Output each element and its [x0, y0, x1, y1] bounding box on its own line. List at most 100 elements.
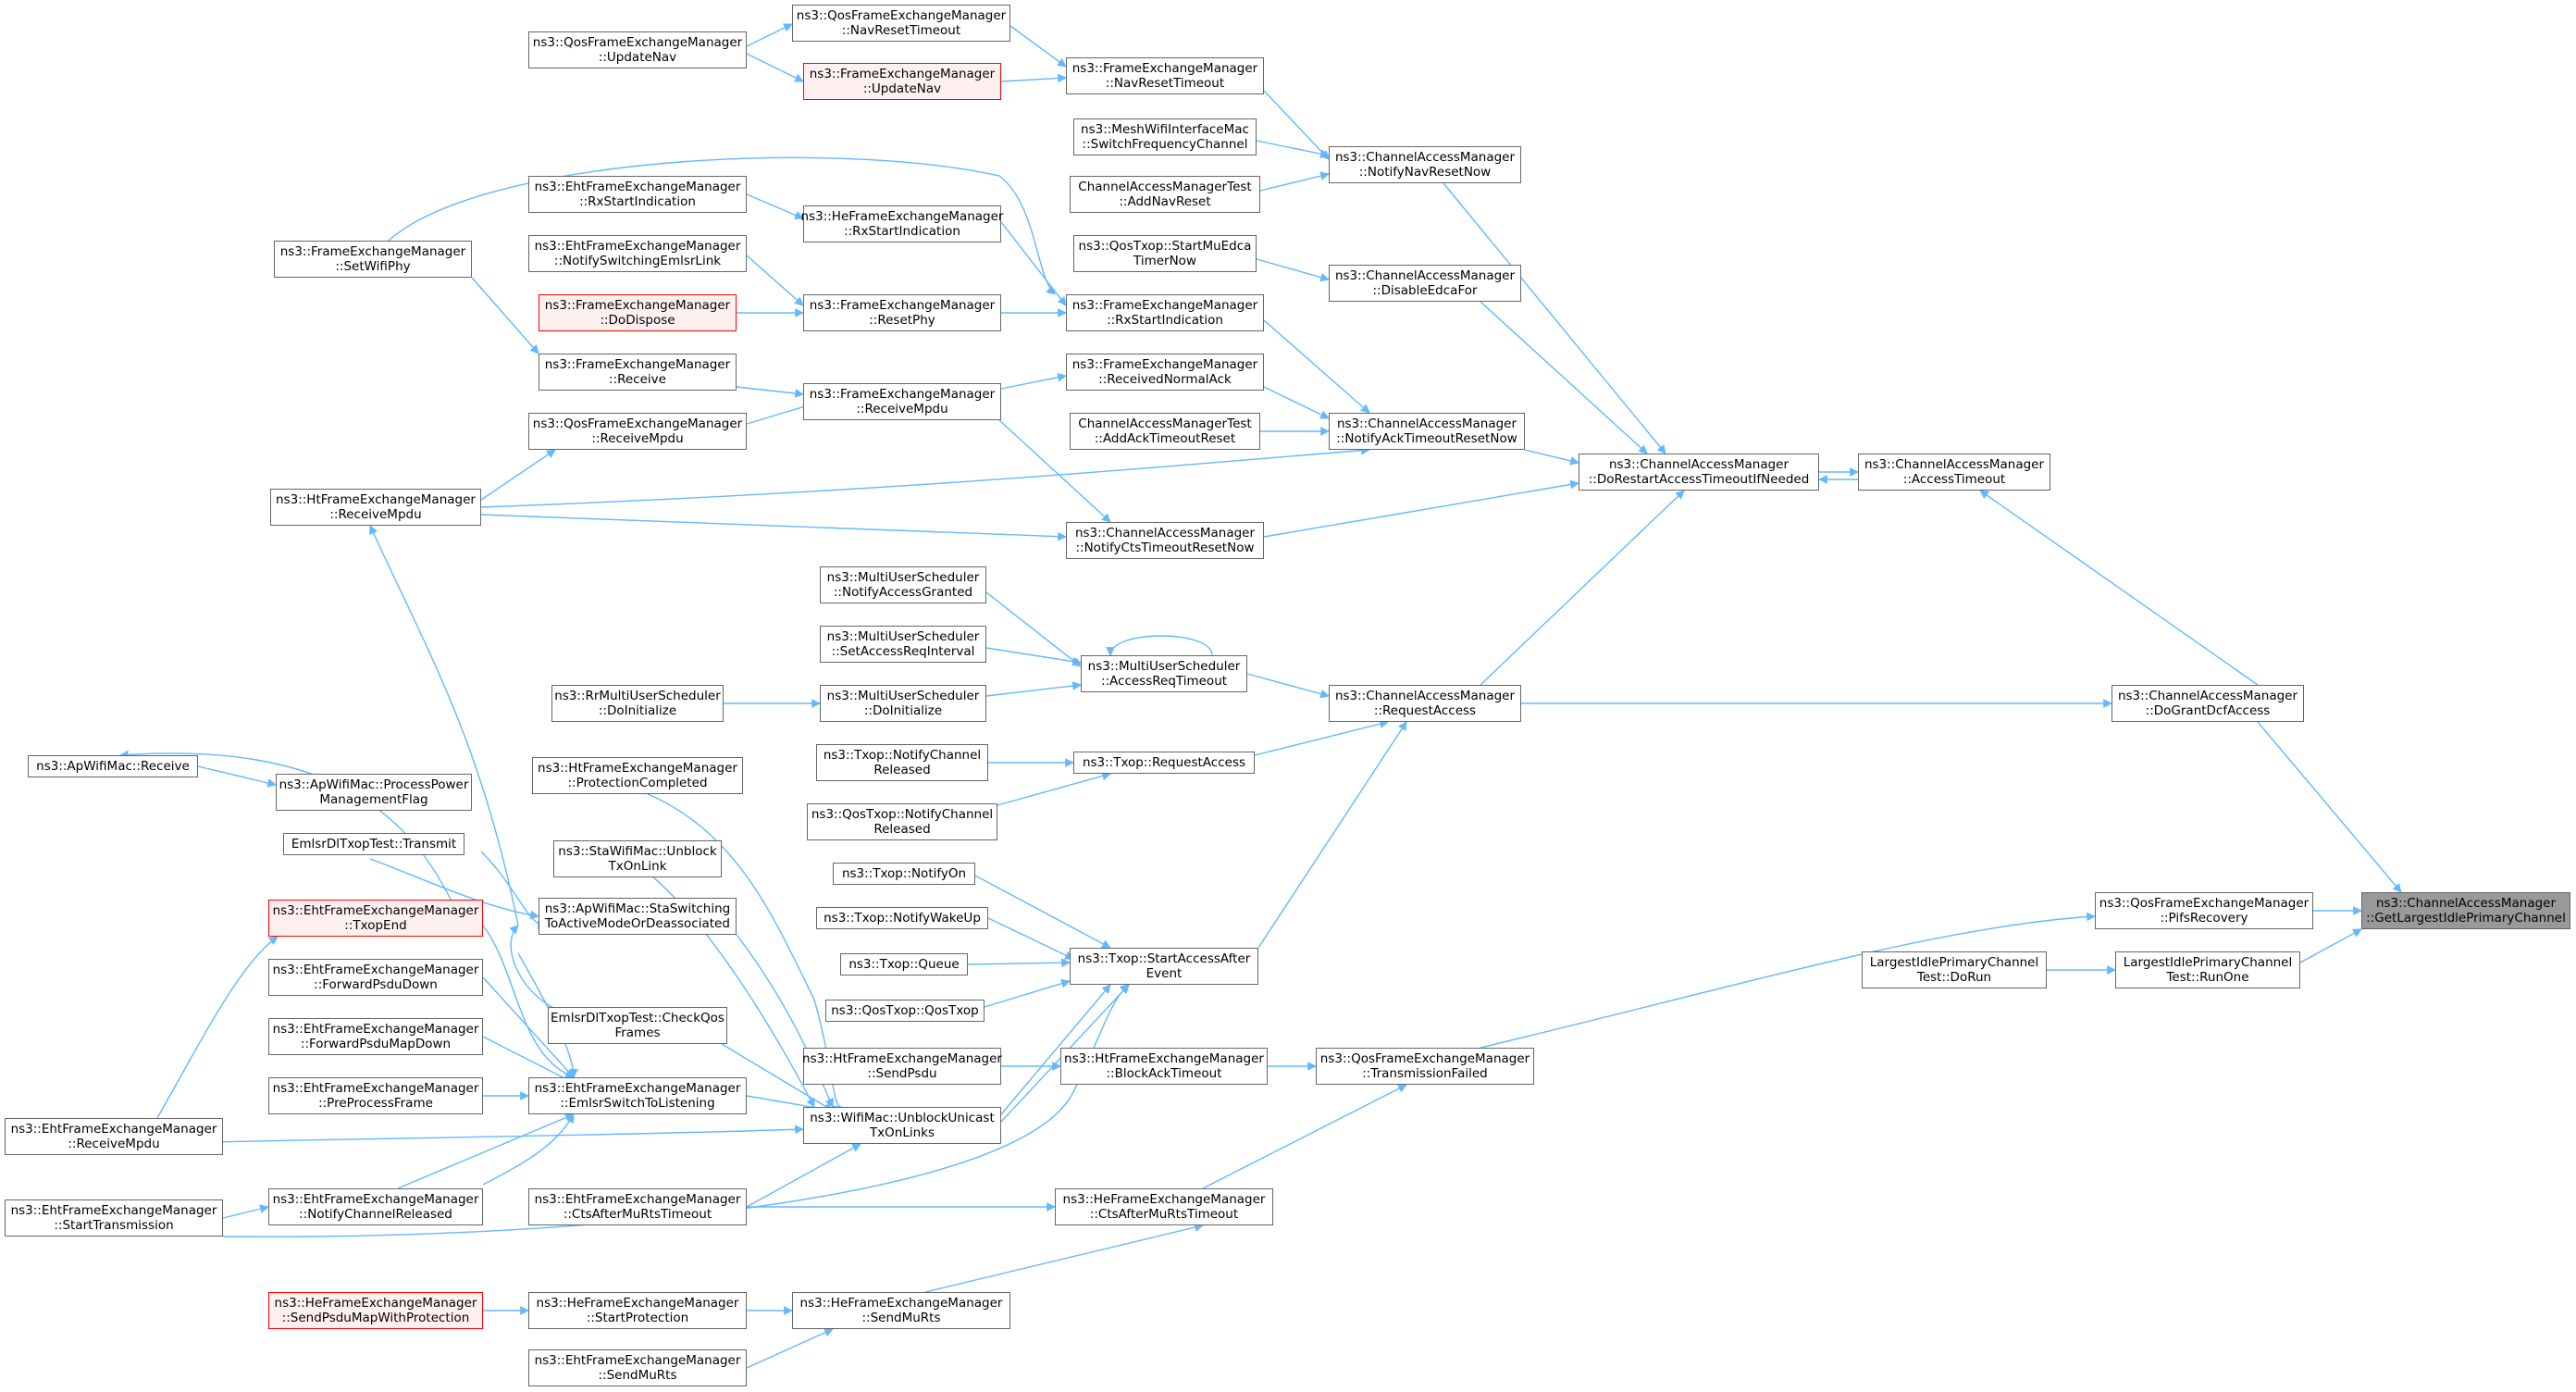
call-edge: [388, 156, 1056, 295]
node-eht-fem-preprocessframe[interactable]: ns3::EhtFrameExchangeManager::PreProcess…: [268, 1077, 483, 1114]
call-edge: [2299, 928, 2362, 963]
call-edge: [1000, 73, 1067, 83]
call-edge: [1480, 301, 1648, 454]
call-edge: [1000, 984, 1111, 1115]
node-he-fem-sendmurts[interactable]: ns3::HeFrameExchangeManager::SendMuRts: [792, 1292, 1010, 1329]
node-eht-fem-txopend[interactable]: ns3::EhtFrameExchangeManager::TxopEnd: [268, 900, 483, 937]
call-edge: [746, 255, 804, 306]
node-fem-receivednormalack[interactable]: ns3::FrameExchangeManager::ReceivedNorma…: [1066, 354, 1264, 391]
node-fem-updatenav[interactable]: ns3::FrameExchangeManager::UpdateNav: [803, 63, 1001, 100]
node-eht-fem-starttransmission[interactable]: ns3::EhtFrameExchangeManager::StartTrans…: [5, 1199, 223, 1237]
call-edge: [2257, 721, 2402, 893]
node-cam-dorestartaccesstimeoutifneeded[interactable]: ns3::ChannelAccessManager::DoRestartAcce…: [1579, 454, 1819, 491]
call-edge: [1263, 319, 1370, 414]
node-ht-fem-receivempdu[interactable]: ns3::HtFrameExchangeManager::ReceiveMpdu: [270, 489, 481, 526]
node-mus-doinitialize[interactable]: ns3::MultiUserScheduler::DoInitialize: [820, 685, 986, 722]
node-eht-fem-forwardpsdumapdown[interactable]: ns3::EhtFrameExchangeManager::ForwardPsd…: [268, 1018, 483, 1055]
node-apwifimac-receive[interactable]: ns3::ApWifiMac::Receive: [28, 755, 198, 777]
node-eht-fem-rxstartindication[interactable]: ns3::EhtFrameExchangeManager::RxStartInd…: [528, 176, 747, 213]
node-eht-fem-forwardpsdudown[interactable]: ns3::EhtFrameExchangeManager::ForwardPsd…: [268, 959, 483, 996]
node-he-fem-sendpsdumapwithprotection[interactable]: ns3::HeFrameExchangeManager::SendPsduMap…: [268, 1292, 483, 1329]
node-cam-notifyctstimeoutresetnow[interactable]: ns3::ChannelAccessManager::NotifyCtsTime…: [1066, 522, 1264, 559]
node-qos-fem-transmissionfailed[interactable]: ns3::QosFrameExchangeManager::Transmissi…: [1316, 1048, 1534, 1085]
node-fem-receive[interactable]: ns3::FrameExchangeManager::Receive: [539, 354, 737, 391]
node-he-fem-startprotection[interactable]: ns3::HeFrameExchangeManager::StartProtec…: [528, 1292, 747, 1329]
node-qos-fem-updatenav[interactable]: ns3::QosFrameExchangeManager::UpdateNav: [528, 31, 747, 68]
call-edge: [1263, 479, 1579, 538]
node-eht-fem-notifychannelreleased[interactable]: ns3::EhtFrameExchangeManager::NotifyChan…: [268, 1188, 483, 1225]
call-edge: [1106, 635, 1213, 656]
node-mus-accessreqtimeout[interactable]: ns3::MultiUserScheduler::AccessReqTimeou…: [1081, 655, 1247, 692]
call-edge: [1979, 490, 2259, 686]
node-fem-receivempdu[interactable]: ns3::FrameExchangeManager::ReceiveMpdu: [803, 383, 1001, 420]
node-meshwifiinterfacemac-switchfrequencychannel[interactable]: ns3::MeshWifiInterfaceMac::SwitchFrequen…: [1073, 118, 1257, 155]
call-edge: [1000, 221, 1067, 306]
node-ht-fem-protectioncompleted[interactable]: ns3::HtFrameExchangeManager::ProtectionC…: [532, 757, 743, 794]
node-eht-fem-receivempdu[interactable]: ns3::EhtFrameExchangeManager::ReceiveMpd…: [5, 1118, 223, 1155]
call-edge: [471, 277, 539, 354]
node-fem-dodispose[interactable]: ns3::FrameExchangeManager::DoDispose: [539, 294, 737, 331]
call-edge: [987, 917, 1074, 960]
node-emlsrdltxoptest-transmit[interactable]: EmlsrDlTxopTest::Transmit: [283, 833, 464, 855]
call-edge: [997, 771, 1111, 806]
node-he-fem-ctsaftermurtstimeout[interactable]: ns3::HeFrameExchangeManager::CtsAfterMuR…: [1055, 1188, 1273, 1225]
node-txop-queue[interactable]: ns3::Txop::Queue: [840, 953, 968, 976]
node-mus-notifyaccessgranted[interactable]: ns3::MultiUserScheduler::NotifyAccessGra…: [820, 566, 986, 603]
node-fem-setwifiphy[interactable]: ns3::FrameExchangeManager::SetWifiPhy: [274, 241, 472, 278]
node-cam-requestaccess[interactable]: ns3::ChannelAccessManager::RequestAccess: [1329, 685, 1521, 722]
node-eht-fem-emlsrswitchtolistening[interactable]: ns3::EhtFrameExchangeManager::EmlsrSwitc…: [528, 1077, 747, 1114]
node-mus-setaccessreqinterval[interactable]: ns3::MultiUserScheduler::SetAccessReqInt…: [820, 626, 986, 663]
node-ht-fem-blockacktimeout[interactable]: ns3::HtFrameExchangeManager::BlockAckTim…: [1060, 1048, 1268, 1085]
node-eht-fem-ctsaftermurtstimeout[interactable]: ns3::EhtFrameExchangeManager::CtsAfterMu…: [528, 1188, 747, 1225]
node-txop-notifyon[interactable]: ns3::Txop::NotifyOn: [833, 863, 975, 885]
node-cam-dograntdcfaccess[interactable]: ns3::ChannelAccessManager::DoGrantDcfAcc…: [2112, 685, 2304, 722]
node-rrmus-doinitialize[interactable]: ns3::RrMultiUserScheduler::DoInitialize: [551, 685, 724, 722]
call-edge: [222, 984, 1130, 1237]
node-qos-fem-receivempdu[interactable]: ns3::QosFrameExchangeManager::ReceiveMpd…: [528, 413, 747, 450]
node-fem-rxstartindication[interactable]: ns3::FrameExchangeManager::RxStartIndica…: [1066, 294, 1264, 331]
node-qos-fem-navresettimeout[interactable]: ns3::QosFrameExchangeManager::NavResetTi…: [792, 5, 1010, 42]
node-qos-fem-pifsrecovery[interactable]: ns3::QosFrameExchangeManager::PifsRecove…: [2095, 892, 2313, 929]
node-qostxop-qostxop[interactable]: ns3::QosTxop::QosTxop: [825, 1000, 985, 1022]
call-edge: [1259, 171, 1330, 192]
call-edge: [746, 1328, 834, 1369]
call-edge: [369, 525, 519, 926]
call-edge: [736, 386, 804, 398]
call-edge: [746, 193, 804, 220]
call-edge: [1256, 140, 1330, 159]
node-fem-navresettimeout[interactable]: ns3::FrameExchangeManager::NavResetTimeo…: [1066, 57, 1264, 94]
node-cam-notifynavresetnow[interactable]: ns3::ChannelAccessManager::NotifyNavRese…: [1329, 146, 1521, 183]
call-edge: [736, 934, 834, 1108]
node-camtest-addacktimeoutreset[interactable]: ChannelAccessManagerTest::AddAckTimeoutR…: [1070, 413, 1260, 450]
call-edge: [628, 858, 815, 1108]
call-edge: [746, 23, 793, 47]
node-cam-accesstimeout[interactable]: ns3::ChannelAccessManager::AccessTimeout: [1858, 454, 2050, 491]
call-edge: [1254, 719, 1389, 756]
call-edge: [1263, 386, 1330, 419]
node-eht-fem-notifyswitchingemlsrlink[interactable]: ns3::EhtFrameExchangeManager::NotifySwit…: [528, 235, 747, 272]
node-txop-notifywakeup[interactable]: ns3::Txop::NotifyWakeUp: [816, 907, 988, 929]
node-camtest-addnavreset[interactable]: ChannelAccessManagerTest::AddNavReset: [1070, 176, 1260, 213]
node-fem-resetphy[interactable]: ns3::FrameExchangeManager::ResetPhy: [803, 294, 1001, 331]
node-eht-fem-sendmurts[interactable]: ns3::EhtFrameExchangeManager::SendMuRts: [528, 1349, 747, 1386]
node-cam-notifyacktimeoutresetnow[interactable]: ns3::ChannelAccessManager::NotifyAckTime…: [1329, 413, 1525, 450]
call-edge: [1256, 258, 1330, 282]
node-txop-requestaccess[interactable]: ns3::Txop::RequestAccess: [1073, 752, 1255, 774]
call-edge: [746, 401, 815, 425]
node-cam-disableedcafor[interactable]: ns3::ChannelAccessManager::DisableEdcaFo…: [1329, 265, 1521, 302]
node-he-fem-rxstartindication[interactable]: ns3::HeFrameExchangeManager::RxStartIndi…: [801, 205, 1003, 242]
node-ht-fem-sendpsdu[interactable]: ns3::HtFrameExchangeManager::SendPsdu: [802, 1048, 1002, 1085]
